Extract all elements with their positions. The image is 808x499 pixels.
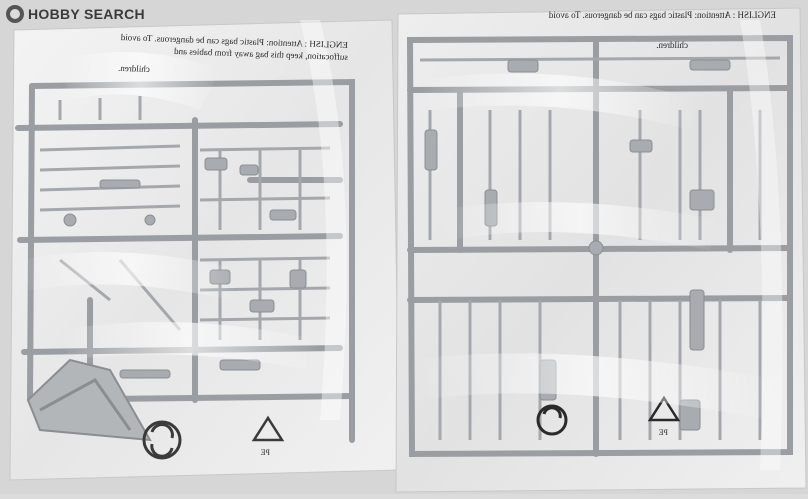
watermark-text: HOBBY SEARCH [28, 6, 145, 22]
recycle-icon-right [536, 404, 568, 436]
hobby-search-logo-icon [6, 5, 24, 23]
bag-gloss [20, 20, 783, 470]
right-bag-warning-line-1: ENGLISH : Attention: Plastic bags can be… [548, 10, 776, 20]
right-bag-warning-line-2: children. [656, 40, 688, 50]
pe-recycle-triangle-icon-right [647, 395, 681, 422]
left-bag-warning-line-3: children. [117, 62, 150, 74]
right-bag-pe-mark: PE [658, 428, 668, 437]
watermark: HOBBY SEARCH [6, 5, 145, 23]
pe-recycle-triangle-icon [251, 415, 285, 442]
left-bag-pe-mark: PE [260, 448, 270, 457]
recycle-icon [142, 420, 182, 460]
